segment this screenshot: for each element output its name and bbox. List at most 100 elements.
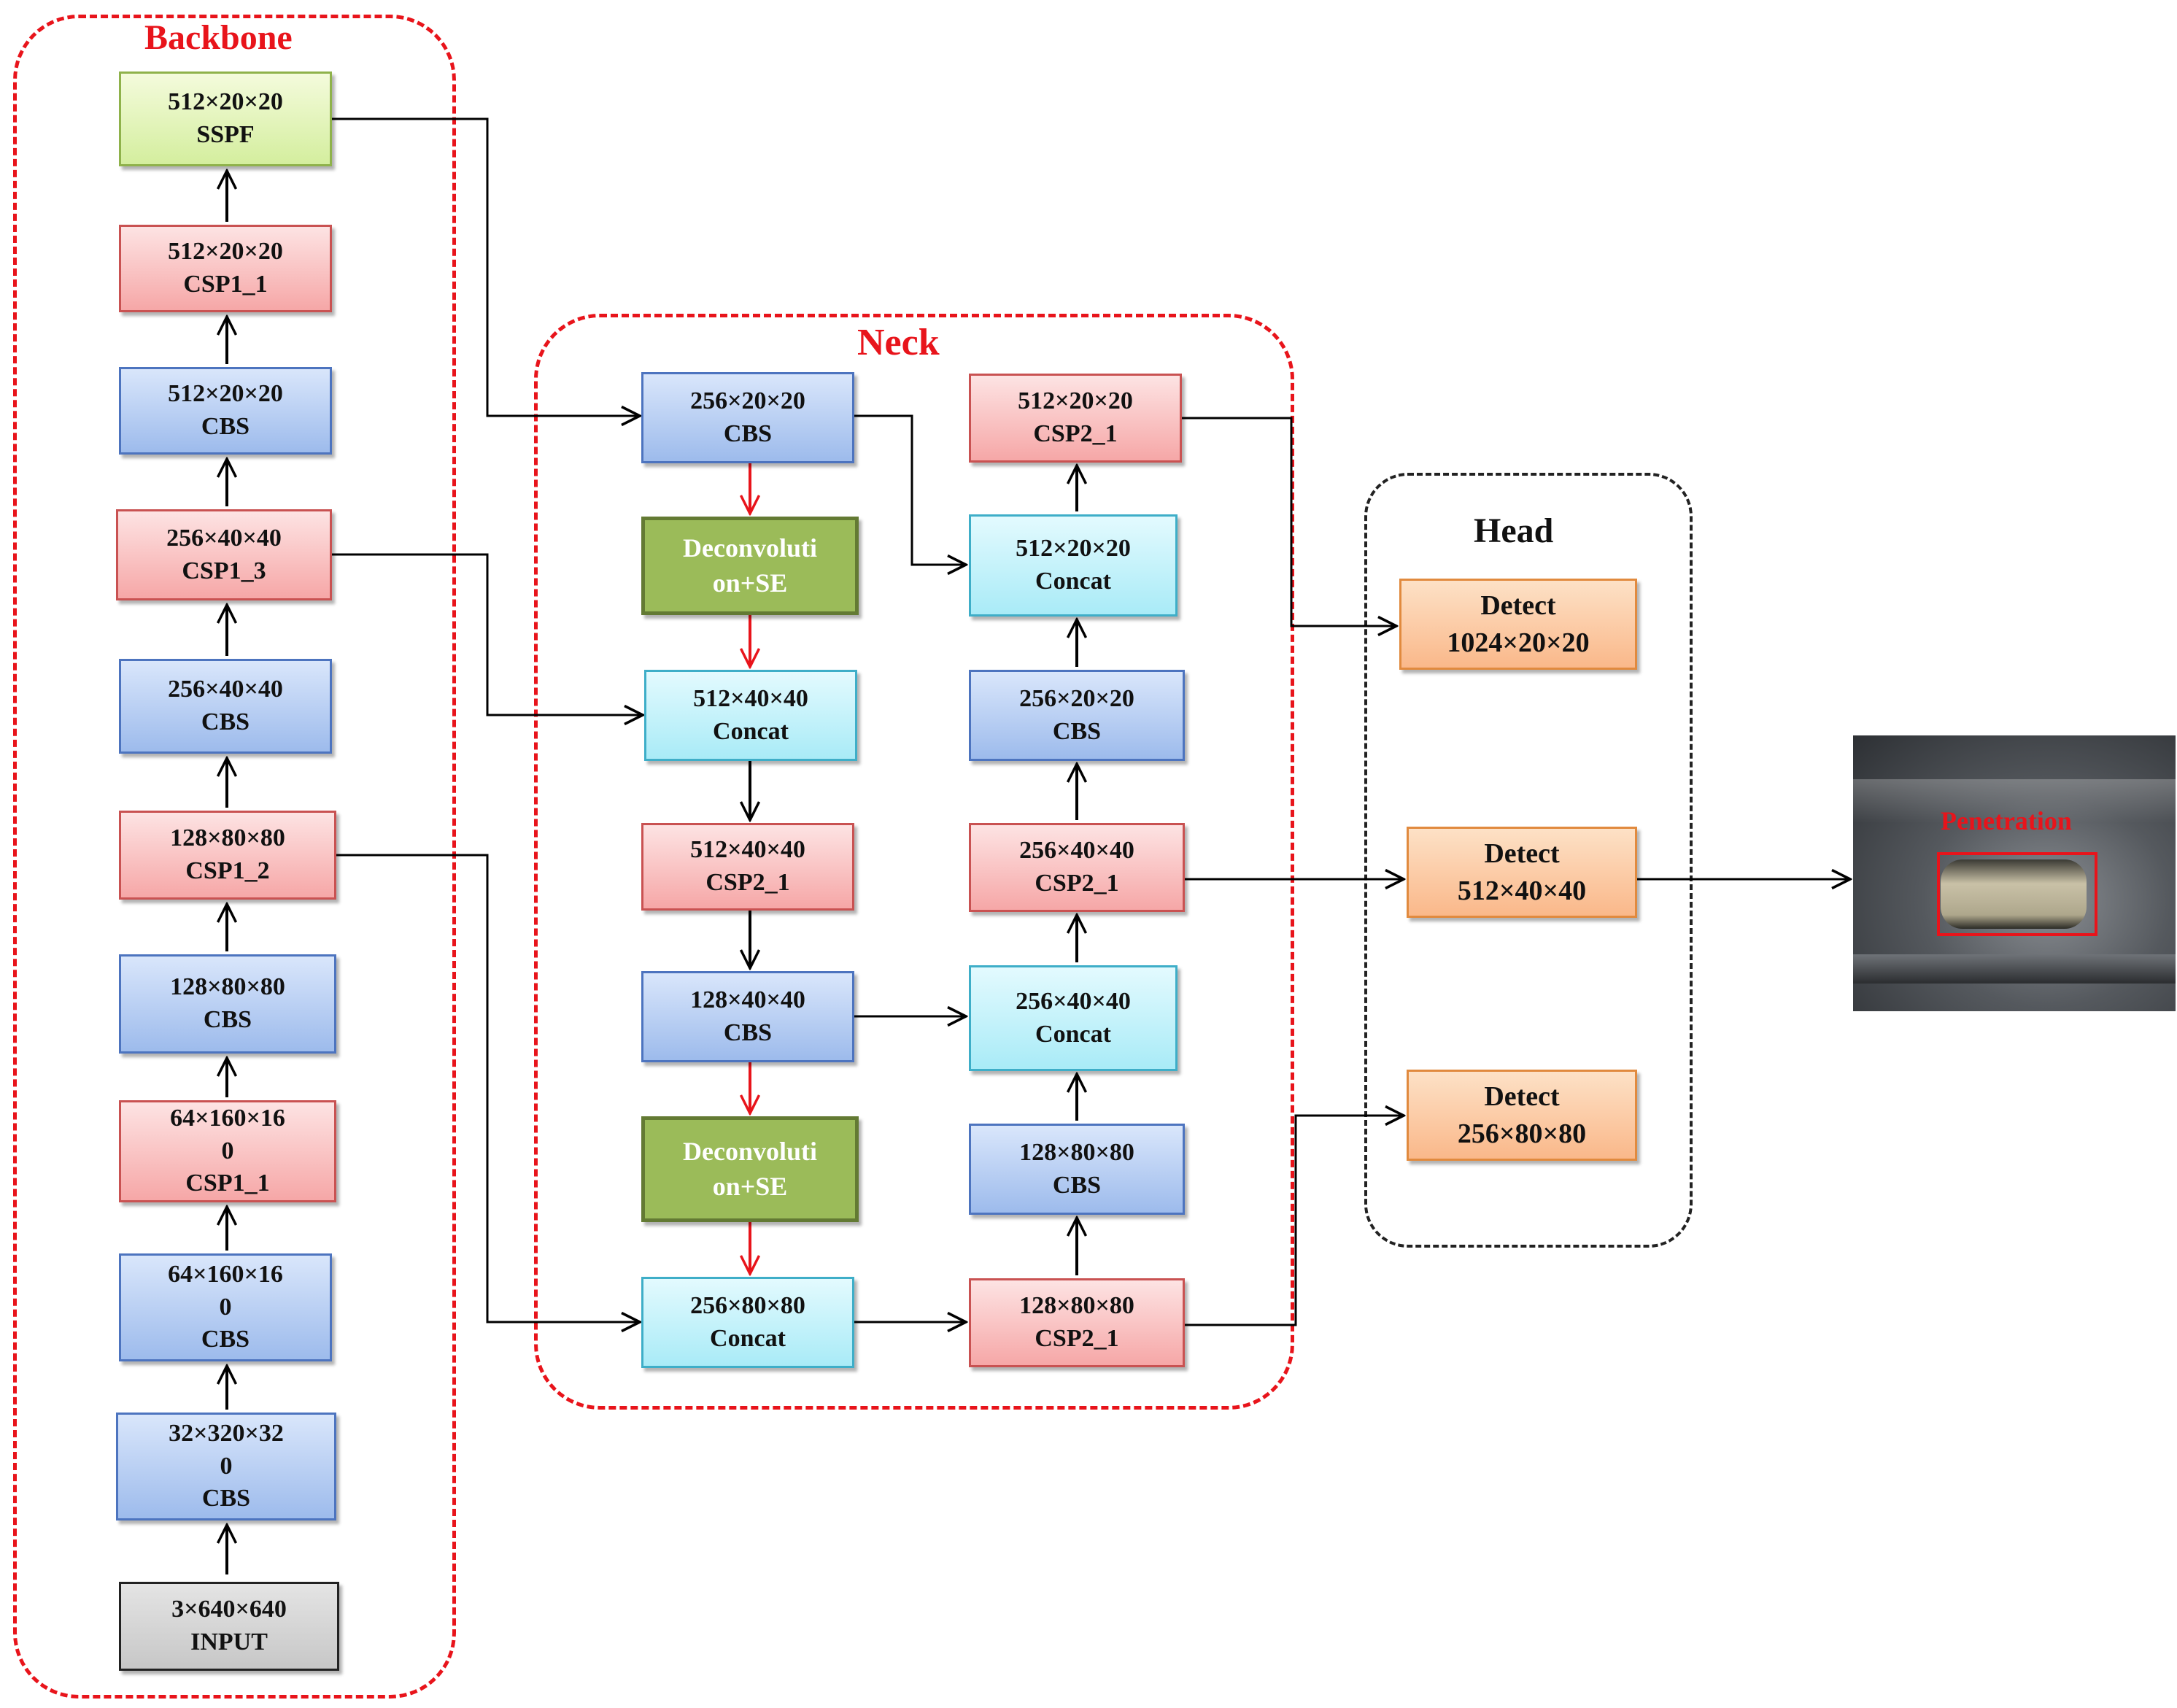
detect-dims: 256×80×80 [1457, 1118, 1587, 1149]
detection-result-photo: Penetration [1853, 735, 2176, 1011]
skip-csp1-2-to-neck-concat [336, 854, 640, 1322]
block-line2: on+SE [712, 568, 788, 598]
input-dims: 3×640×640 [171, 1596, 287, 1623]
neck-cbs-128-block: 128×40×40 CBS [641, 971, 854, 1062]
block-name: CSP2_1 [1035, 1325, 1119, 1352]
block-dims: 256×40×40 [1019, 837, 1134, 865]
block-name: CBS [201, 1485, 251, 1512]
block-name: CSP2_1 [1035, 870, 1119, 897]
block-dims: 512×20×20 [1018, 387, 1133, 415]
block-dims-line1: 32×320×32 [169, 1419, 284, 1447]
block-name: CBS [201, 708, 250, 735]
block-dims-line2: 0 [221, 1137, 234, 1164]
neck-concat-256x40-block: 256×40×40 Concat [969, 965, 1178, 1071]
neck-concat-256-block: 256×80×80 Concat [641, 1277, 854, 1368]
block-name: CBS [201, 413, 250, 440]
block-name: CSP2_1 [1033, 420, 1118, 447]
detection-label: Penetration [1941, 806, 2072, 835]
detect-name: Detect [1484, 838, 1560, 870]
neck-concat-512-block: 512×40×40 Concat [644, 670, 857, 761]
deconvolution-se-block-2: Deconvoluti on+SE [641, 1116, 859, 1222]
backbone-cbs-512-block: 512×20×20 CBS [119, 367, 332, 455]
neck-csp2-1-512-block: 512×40×40 CSP2_1 [641, 823, 854, 911]
block-dims: 512×40×40 [693, 684, 808, 712]
block-dims: 128×40×40 [690, 986, 805, 1013]
input-block: 3×640×640 INPUT [119, 1582, 339, 1671]
backbone-csp1-3-block: 256×40×40 CSP1_3 [116, 509, 332, 600]
block-dims: 128×80×80 [170, 824, 285, 852]
block-name: CBS [1052, 717, 1102, 745]
block-name: CBS [201, 1326, 250, 1353]
backbone-cbs-128-block: 128×80×80 CBS [119, 954, 336, 1054]
skip-sspf-to-neck-cbs [332, 117, 640, 416]
detect-block-512: Detect 512×40×40 [1407, 827, 1637, 918]
block-dims: 128×80×80 [1019, 1292, 1134, 1320]
neck-csp2-1-512x20-block: 512×20×20 CSP2_1 [969, 374, 1182, 463]
sspf-name: SSPF [196, 121, 255, 148]
detect-name: Detect [1484, 1081, 1560, 1113]
neck-concat-512x20-block: 512×20×20 Concat [969, 514, 1178, 617]
block-name: CSP1_1 [185, 1170, 270, 1197]
block-dims: 256×40×40 [166, 524, 282, 552]
block-name: Concat [710, 1324, 786, 1352]
neck-cbs-256x20-block: 256×20×20 CBS [969, 670, 1185, 761]
detection-bounding-box [1937, 852, 2097, 936]
photo-highlight-band [1853, 779, 2176, 823]
block-dims: 512×20×20 [168, 380, 283, 408]
block-name: CBS [723, 1019, 773, 1046]
skip-csp1-3-to-neck-concat [332, 553, 643, 715]
block-name: CSP2_1 [705, 869, 790, 896]
backbone-csp1-2-block: 128×80×80 CSP1_2 [119, 811, 336, 900]
neck-csp2-1-256x40-block: 256×40×40 CSP2_1 [969, 823, 1185, 912]
neck-cbs-128x80-block: 128×80×80 CBS [969, 1124, 1185, 1215]
deconvolution-se-block-1: Deconvoluti on+SE [641, 517, 859, 615]
photo-rail [1853, 954, 2176, 984]
neck-region [534, 314, 1294, 1410]
block-dims-line2: 0 [220, 1452, 233, 1480]
block-dims: 512×20×20 [168, 238, 283, 266]
head-region [1364, 473, 1693, 1248]
block-dims: 256×20×20 [1019, 684, 1134, 712]
neck-csp2-1-128x80-block: 128×80×80 CSP2_1 [969, 1278, 1185, 1367]
neck-cbs-256-block: 256×20×20 CBS [641, 372, 854, 463]
detect-dims: 1024×20×20 [1447, 627, 1590, 658]
block-dims: 512×20×20 [1016, 535, 1131, 563]
block-dims-line1: 64×160×16 [170, 1104, 285, 1132]
block-name: CSP1_3 [182, 557, 266, 584]
detect-dims: 512×40×40 [1457, 875, 1587, 906]
neck-title: Neck [857, 322, 940, 363]
block-dims: 256×40×40 [168, 676, 283, 703]
head-title: Head [1474, 511, 1554, 550]
block-line2: on+SE [712, 1171, 788, 1201]
block-dims-line1: 64×160×16 [168, 1260, 283, 1288]
backbone-cbs-256-block: 256×40×40 CBS [119, 659, 332, 754]
detect-name: Detect [1480, 590, 1556, 622]
block-dims: 128×80×80 [1019, 1138, 1134, 1166]
backbone-cbs-64-block: 64×160×16 0 CBS [119, 1253, 332, 1361]
input-name: INPUT [190, 1628, 268, 1655]
block-dims: 256×20×20 [690, 387, 805, 414]
block-dims: 256×80×80 [690, 1291, 805, 1319]
sspf-block: 512×20×20 SSPF [119, 72, 332, 166]
block-dims-line2: 0 [219, 1293, 232, 1321]
block-line1: Deconvoluti [683, 1136, 817, 1166]
weld-penetration-defect [1941, 859, 2087, 929]
skip-neck-cbs-to-concat512x20 [854, 414, 966, 565]
detect-block-1024: Detect 1024×20×20 [1399, 579, 1637, 670]
block-name: CSP1_1 [183, 271, 268, 298]
backbone-region [13, 15, 456, 1699]
backbone-csp1-1-block: 512×20×20 CSP1_1 [119, 225, 332, 312]
block-name: Concat [1035, 568, 1111, 595]
block-name: CBS [723, 420, 773, 447]
backbone-title: Backbone [144, 18, 293, 57]
arrow-csp2-1-128-to-detect256 [1185, 1116, 1404, 1326]
block-name: Concat [713, 717, 789, 745]
arrow-csp2-1-512-to-detect1024 [1182, 417, 1396, 626]
block-dims: 256×40×40 [1016, 987, 1131, 1015]
block-name: Concat [1035, 1020, 1111, 1048]
block-line1: Deconvoluti [683, 533, 817, 563]
sspf-dims: 512×20×20 [168, 88, 283, 116]
backbone-cbs-32-block: 32×320×32 0 CBS [116, 1413, 336, 1520]
